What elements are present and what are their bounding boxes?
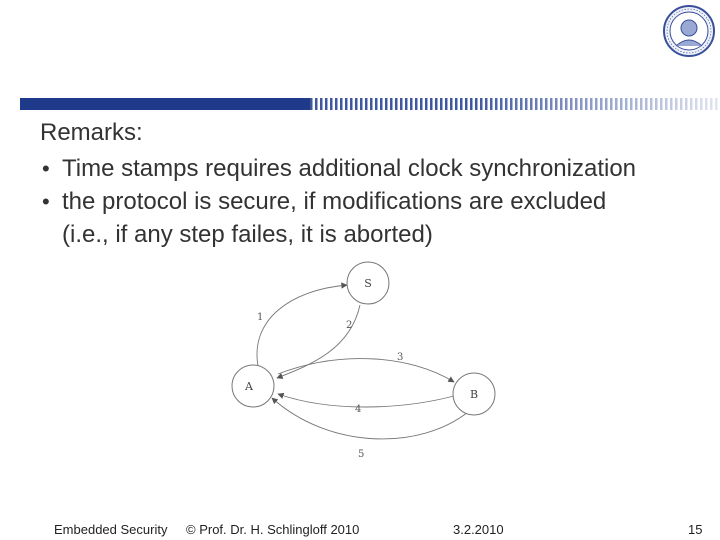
slide-content: Remarks: • Time stamps requires addition… bbox=[40, 118, 700, 251]
edge-label-2: 2 bbox=[346, 320, 352, 331]
bullet-dot-icon: • bbox=[42, 156, 50, 181]
footer-author: © Prof. Dr. H. Schlingloff 2010 bbox=[186, 522, 360, 537]
slide-heading: Remarks: bbox=[40, 119, 143, 146]
protocol-diagram: 1 2 3 4 5 S A B bbox=[231, 261, 496, 460]
bullet-dot-icon: • bbox=[42, 189, 50, 214]
edge-label-3: 3 bbox=[397, 352, 403, 363]
bullet-item: • the protocol is secure, if modificatio… bbox=[40, 185, 700, 251]
edge-4 bbox=[277, 392, 455, 408]
edge-label-4: 4 bbox=[355, 404, 361, 415]
bullet-text: the protocol is secure, if modifications… bbox=[62, 188, 607, 215]
edge-label-1: 1 bbox=[257, 312, 263, 323]
edge-5 bbox=[271, 397, 469, 440]
node-label-s: S bbox=[364, 277, 372, 290]
footer-course: Embedded Security bbox=[54, 522, 168, 537]
title-rule-fade bbox=[310, 98, 720, 110]
node-b bbox=[452, 372, 496, 416]
footer-page-number: 15 bbox=[688, 522, 703, 537]
node-s bbox=[346, 261, 390, 305]
edge-1 bbox=[256, 282, 348, 367]
bullet-list: • Time stamps requires additional clock … bbox=[40, 152, 700, 251]
title-rule bbox=[20, 98, 720, 110]
bullet-continuation: (i.e., if any step failes, it is aborted… bbox=[62, 221, 433, 248]
edge-3 bbox=[277, 358, 455, 383]
bullet-text: Time stamps requires additional clock sy… bbox=[62, 155, 637, 182]
footer-date: 3.2.2010 bbox=[453, 522, 504, 537]
title-rule-solid bbox=[20, 98, 310, 110]
node-a bbox=[231, 364, 275, 408]
edge-label-5: 5 bbox=[358, 449, 364, 460]
node-label-a: A bbox=[244, 380, 254, 393]
node-label-b: B bbox=[470, 388, 478, 401]
university-seal-icon bbox=[663, 5, 715, 57]
edge-2 bbox=[276, 304, 361, 379]
bullet-item: • Time stamps requires additional clock … bbox=[40, 152, 700, 185]
